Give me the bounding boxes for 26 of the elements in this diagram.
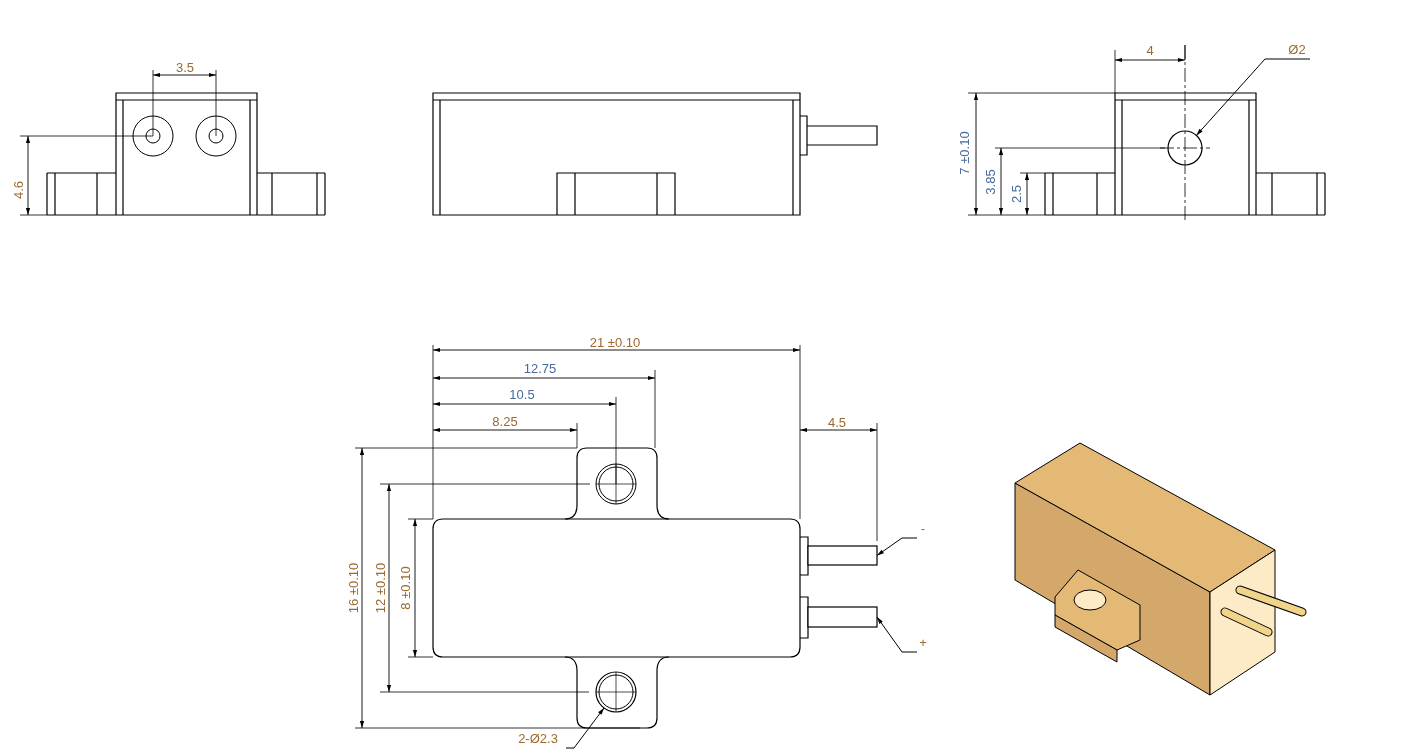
dimension-value: 4.5 bbox=[827, 414, 847, 430]
dimension-value: 3.5 bbox=[175, 59, 195, 75]
terminal-pin bbox=[807, 545, 878, 566]
diameter-label: Ø2 bbox=[1284, 42, 1310, 57]
dimension-value: 8 ±0.10 bbox=[397, 566, 413, 610]
dimension-value: 21 ±0.10 bbox=[589, 334, 641, 350]
dimension-value: 4.6 bbox=[10, 180, 26, 200]
hole-outline bbox=[1167, 130, 1203, 166]
terminal-label: - bbox=[917, 521, 929, 536]
dimension-value: 8.25 bbox=[492, 413, 518, 429]
dimension-value: 2.5 bbox=[1008, 184, 1024, 204]
leader-line bbox=[876, 537, 918, 556]
dimension-value: 4 bbox=[1146, 42, 1154, 58]
leader-line bbox=[565, 707, 605, 749]
dimension-value: 3.85 bbox=[982, 169, 998, 195]
diameter-label: 2-Ø2.3 bbox=[510, 731, 566, 746]
leader-line bbox=[1195, 58, 1311, 136]
terminal-pin bbox=[807, 606, 878, 628]
dimension-value: 16 ±0.10 bbox=[345, 562, 361, 614]
dimension-value: 12.75 bbox=[523, 360, 557, 376]
terminal-label: + bbox=[917, 635, 929, 650]
dimension-value: 7 ±0.10 bbox=[956, 131, 972, 175]
dimension-value: 10.5 bbox=[509, 386, 535, 402]
leader-line bbox=[876, 616, 918, 653]
dimension-value: 12 ±0.10 bbox=[372, 562, 388, 614]
hole-outline bbox=[595, 671, 637, 713]
